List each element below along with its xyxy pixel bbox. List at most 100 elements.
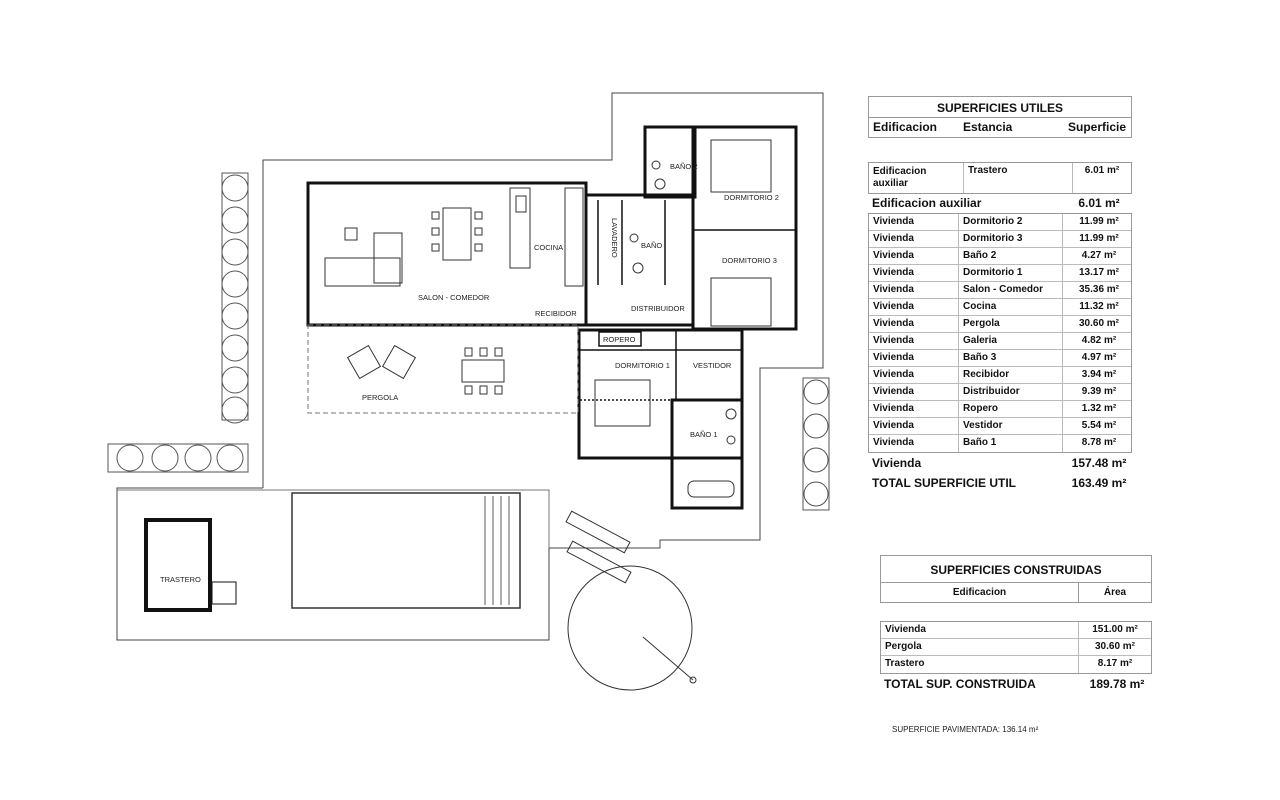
grand-total-util: TOTAL SUPERFICIE UTIL 163.49 m²: [868, 473, 1132, 493]
row-estancia: Dormitorio 2: [959, 214, 1063, 230]
row-area: 151.00 m²: [1092, 624, 1138, 635]
terrace-inner-edge: [117, 489, 550, 548]
round-area: [567, 565, 693, 691]
row-estancia: Vestidor: [959, 418, 1063, 434]
row-edificacion: Vivienda: [869, 282, 959, 298]
vivienda-total: Vivienda 157.48 m²: [868, 453, 1132, 473]
label-ropero: ROPERO: [603, 335, 636, 344]
auxiliar-edificacion: Edificacion auxiliar: [869, 163, 964, 193]
utiles-column-headers: Edificacion Estancia Superficie: [868, 118, 1132, 138]
grand-total-util-label: TOTAL SUPERFICIE UTIL: [872, 476, 1017, 490]
auxiliar-edificacion-line1: Edificacion: [873, 166, 927, 177]
label-vestidor: VESTIDOR: [693, 361, 732, 370]
auxiliar-subtotal-value: 6.01 m²: [1078, 196, 1120, 210]
pool: [291, 492, 521, 609]
construidas-title: SUPERFICIES CONSTRUIDAS: [880, 555, 1152, 583]
row-superficie: 11.99 m²: [1079, 216, 1119, 227]
row-superficie: 1.32 m²: [1081, 403, 1117, 414]
row-estancia: Baño 2: [959, 248, 1063, 264]
row-superficie: 4.97 m²: [1081, 352, 1117, 363]
label-bano: BAÑO: [641, 241, 662, 250]
salon-comedor-walls: [306, 181, 588, 327]
row-estancia: Dormitorio 1: [959, 265, 1063, 281]
col-superficie: Superficie: [1067, 120, 1127, 134]
utiles-title: SUPERFICIES UTILES: [868, 96, 1132, 118]
distribuidor-walls: [586, 193, 695, 327]
label-dormitorio1: DORMITORIO 1: [615, 361, 670, 370]
row-estancia: Dormitorio 3: [959, 231, 1063, 247]
row-edificacion: Pergola: [881, 639, 1079, 655]
row-estancia: Galeria: [959, 333, 1063, 349]
row-estancia: Baño 1: [959, 435, 1063, 452]
row-superficie: 30.60 m²: [1078, 318, 1120, 329]
auxiliar-subtotal: Edificacion auxiliar 6.01 m²: [868, 194, 1132, 213]
row-estancia: Pergola: [959, 316, 1063, 332]
table-row: Vivienda 151.00 m²: [881, 622, 1151, 639]
dormitorio-block-walls: [691, 125, 798, 331]
superficies-construidas-table: SUPERFICIES CONSTRUIDAS Edificacion Área…: [880, 555, 1152, 694]
grand-total-construida-value: 189.78 m²: [1089, 677, 1145, 691]
grand-total-construida: TOTAL SUP. CONSTRUIDA 189.78 m²: [880, 674, 1152, 694]
floor-plan: BAÑO 2 DORMITORIO 2 DORMITORIO 3 COCINA …: [107, 92, 830, 691]
row-edificacion: Vivienda: [869, 333, 959, 349]
label-trastero: TRASTERO: [160, 575, 201, 584]
row-edificacion: Vivienda: [869, 435, 959, 452]
construidas-rows: Vivienda 151.00 m² Pergola 30.60 m² Trastero…: [880, 621, 1152, 674]
row-edificacion: Vivienda: [869, 384, 959, 400]
auxiliar-block: Edificacion auxiliar Trastero 6.01 m²: [868, 162, 1132, 194]
bano2-walls: [643, 125, 697, 199]
row-edificacion: Vivienda: [881, 622, 1079, 638]
row-edificacion: Vivienda: [869, 418, 959, 434]
row-estancia: Recibidor: [959, 367, 1063, 383]
row-estancia: Salon - Comedor: [959, 282, 1063, 298]
superficies-utiles-table: SUPERFICIES UTILES Edificacion Estancia …: [868, 96, 1132, 493]
label-cocina: COCINA: [534, 243, 563, 252]
row-edificacion: Vivienda: [869, 248, 959, 264]
col-edificacion: Edificacion: [873, 120, 938, 134]
auxiliar-superficie: 6.01 m²: [1084, 165, 1120, 176]
col-estancia: Estancia: [963, 120, 1013, 134]
label-dormitorio2: DORMITORIO 2: [724, 193, 779, 202]
grand-total-util-value: 163.49 m²: [1071, 476, 1127, 490]
row-superficie: 3.94 m²: [1081, 369, 1117, 380]
row-area: 30.60 m²: [1094, 641, 1136, 652]
row-edificacion: Vivienda: [869, 214, 959, 230]
row-estancia: Ropero: [959, 401, 1063, 417]
col-edificacion-c: Edificacion: [881, 583, 1079, 602]
row-edificacion: Vivienda: [869, 367, 959, 383]
construidas-column-headers: Edificacion Área: [880, 583, 1152, 603]
label-lavadero: LAVADERO: [610, 218, 619, 258]
label-bano2: BAÑO 2: [670, 162, 698, 171]
label-pergola: PERGOLA: [362, 393, 398, 402]
label-salon-comedor: SALON - COMEDOR: [418, 293, 490, 302]
row-superficie: 5.54 m²: [1081, 420, 1117, 431]
terrace-outline: [116, 92, 824, 641]
row-area: 8.17 m²: [1097, 658, 1133, 669]
pergola-area: [307, 324, 579, 414]
auxiliar-estancia: Trastero: [964, 163, 1073, 193]
label-bano1: BAÑO 1: [690, 430, 718, 439]
row-superficie: 13.17 m²: [1078, 267, 1120, 278]
row-estancia: Cocina: [959, 299, 1063, 315]
row-edificacion: Vivienda: [869, 299, 959, 315]
row-estancia: Distribuidor: [959, 384, 1063, 400]
row-edificacion: Vivienda: [869, 316, 959, 332]
bano1-walls: [670, 398, 744, 510]
label-dormitorio3: DORMITORIO 3: [722, 256, 777, 265]
row-estancia: Baño 3: [959, 350, 1063, 366]
row-superficie: 9.39 m²: [1081, 386, 1117, 397]
row-edificacion: Trastero: [881, 656, 1079, 673]
row-edificacion: Vivienda: [869, 231, 959, 247]
